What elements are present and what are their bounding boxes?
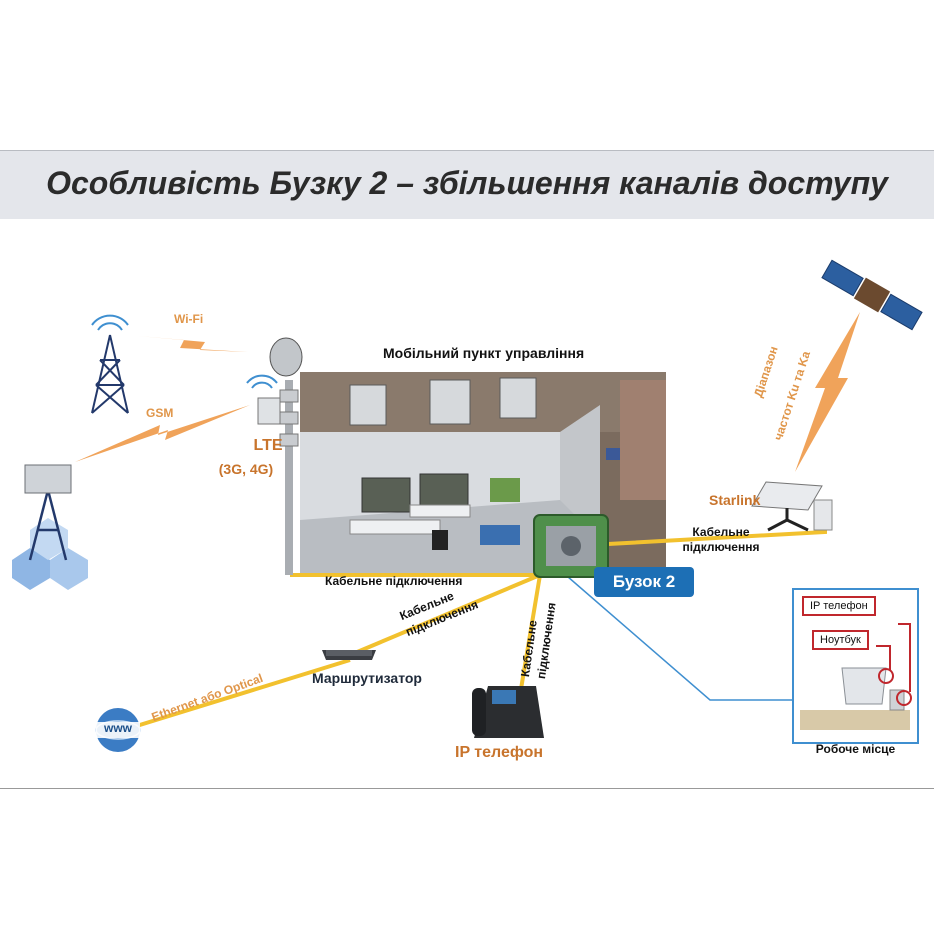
mobile-post-illustration — [300, 372, 666, 577]
router-icon — [322, 650, 376, 660]
ip-phone-icon — [472, 686, 544, 738]
wireless-links — [75, 312, 860, 472]
wifi-tower-icon — [91, 314, 129, 414]
workplace-label: Робоче місце — [815, 742, 896, 756]
link-to-workplace — [559, 569, 792, 701]
www-label: www — [103, 721, 132, 735]
router-label: Маршрутизатор — [312, 670, 422, 686]
page-title: Особливість Бузку 2 – збільшення каналів… — [46, 165, 888, 201]
workplace-ip-phone-tag: IP телефон — [802, 596, 876, 616]
workplace-panel: IP телефон Ноутбук — [792, 588, 919, 744]
wifi-zigzag — [138, 336, 248, 352]
cable-starlink-label-1: Кабельне — [692, 525, 750, 539]
workplace-illustration — [800, 623, 912, 730]
title-banner: Особливість Бузку 2 – збільшення каналів… — [0, 150, 934, 219]
gsm-label: GSM — [146, 406, 174, 420]
lte-label: LTE — [253, 437, 283, 454]
satellite-icon — [821, 259, 923, 331]
cable-router-to-www — [129, 658, 351, 730]
cable-mast-label: Кабельне підключення — [325, 574, 463, 588]
starlink-dish-icon — [751, 481, 833, 532]
cable-buzok-to-router — [349, 573, 541, 657]
bottom-divider — [0, 788, 934, 789]
mast-icon — [246, 337, 303, 575]
cable-buzok-to-phone — [518, 574, 542, 696]
buzok-badge: Бузок 2 — [594, 567, 694, 597]
www-globe-icon — [95, 708, 141, 752]
satellite-zigzag — [795, 312, 860, 472]
laptop-icon — [841, 667, 887, 705]
ip-phone-label: IP телефон — [455, 744, 544, 761]
starlink-label: Starlink — [709, 492, 761, 508]
cell-tower-icon — [12, 464, 88, 590]
mobile-post-label: Мобільний пункт управління — [383, 345, 585, 361]
gsm-zigzag — [75, 405, 250, 462]
lte-generations-label: (3G, 4G) — [218, 461, 274, 477]
cable-starlink-label-2: підключення — [682, 540, 760, 554]
workplace-laptop-tag: Ноутбук — [812, 630, 869, 650]
buzok-device-icon — [533, 514, 609, 578]
cable-links — [129, 520, 827, 730]
wifi-label: Wi-Fi — [174, 312, 204, 326]
